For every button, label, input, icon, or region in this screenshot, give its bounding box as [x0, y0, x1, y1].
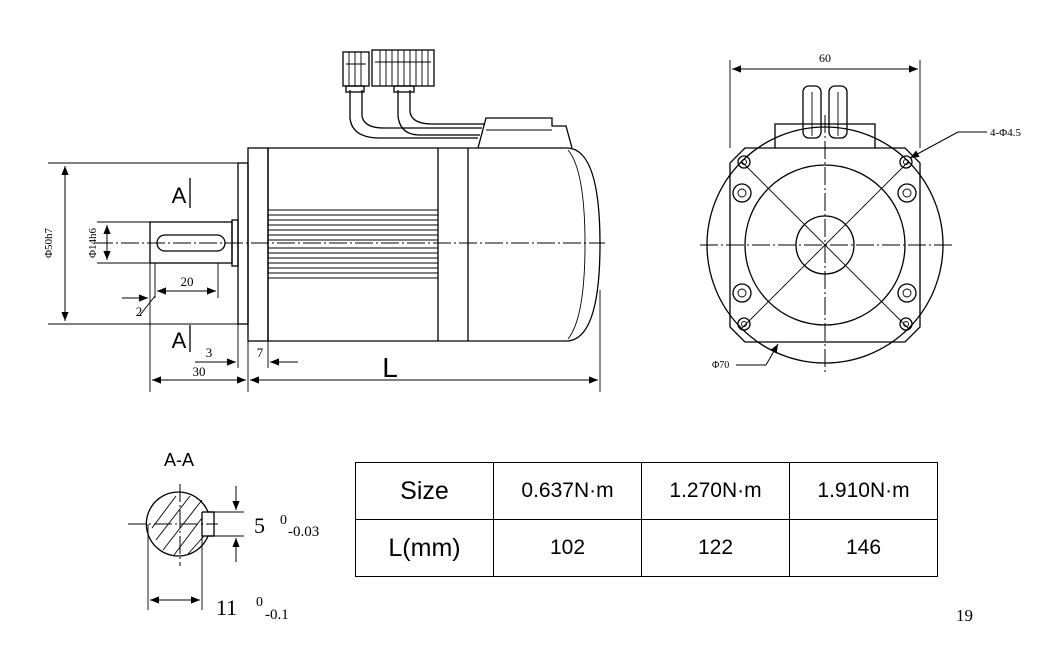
flange-thickness-label: 7 — [257, 345, 264, 360]
key-width-tol-lower: -0.03 — [288, 524, 319, 540]
cable-1 — [349, 90, 478, 139]
cooling-fins — [268, 209, 438, 279]
circle-diameter-label: Φ70 — [712, 360, 729, 371]
section-mark-top: A — [172, 183, 187, 208]
shaft-diameter-label: Φ14h6 — [87, 227, 99, 258]
size-cell-1: 0.637N·m — [493, 462, 642, 520]
size-header-label: Size — [355, 462, 494, 520]
size-cell-3: 1.910N·m — [789, 462, 938, 520]
pilot-diameter-label: Φ50h7 — [43, 227, 55, 258]
key-depth-tol-lower: -0.1 — [265, 607, 289, 623]
connector-plugs — [342, 49, 435, 93]
end-cap — [567, 149, 586, 340]
length-header-label: L(mm) — [355, 519, 494, 577]
front-view: 60 4-Φ4.5 Φ70 — [700, 51, 1021, 372]
size-row: Size 0.637N·m 1.270N·m 1.910N·m — [355, 462, 938, 520]
section-mark-bottom: A — [172, 328, 187, 353]
pilot-circle — [744, 164, 906, 326]
front-cable-2 — [828, 85, 848, 139]
flange — [247, 147, 269, 342]
key-length-label: 20 — [181, 274, 194, 289]
front-connector-base — [774, 123, 876, 148]
length-cell-2: 122 — [641, 519, 790, 577]
size-table: Size 0.637N·m 1.270N·m 1.910N·m L(mm) 10… — [355, 462, 938, 577]
key-depth-label: 11 — [216, 595, 237, 620]
flange-circle — [706, 126, 944, 364]
flange-width-label: 60 — [819, 51, 831, 65]
key-offset-label: 2 — [136, 304, 143, 319]
key-width-label: 5 — [254, 513, 265, 538]
cable-2 — [397, 90, 480, 136]
front-cable-1 — [802, 85, 822, 139]
shaft-section — [145, 491, 215, 557]
length-cell-1: 102 — [493, 519, 642, 577]
body-length-label: L — [382, 352, 398, 383]
section-title: A-A — [164, 450, 194, 470]
side-view: Φ50h7 Φ14h6 20 2 30 3 7 L A A — [43, 49, 605, 392]
shaft-circle — [795, 215, 855, 275]
page-number: 19 — [956, 606, 973, 625]
key-depth-tol-upper: 0 — [256, 595, 263, 610]
mounting-holes — [732, 155, 917, 331]
holes-label: 4-Φ4.5 — [990, 127, 1021, 139]
shaft-length-label: 30 — [193, 364, 206, 379]
shaft-key-slot — [156, 234, 226, 252]
section-view: A-A 5 0 -0.03 11 0 -0.1 — [128, 450, 319, 623]
length-row: L(mm) 102 122 146 — [355, 519, 938, 577]
motor-body — [267, 147, 601, 342]
key-width-tol-upper: 0 — [280, 513, 287, 528]
section-hatch — [151, 495, 205, 556]
size-cell-2: 1.270N·m — [641, 462, 790, 520]
length-cell-3: 146 — [789, 519, 938, 577]
flange-offset-label: 3 — [206, 345, 213, 360]
connector-housing — [477, 117, 573, 149]
